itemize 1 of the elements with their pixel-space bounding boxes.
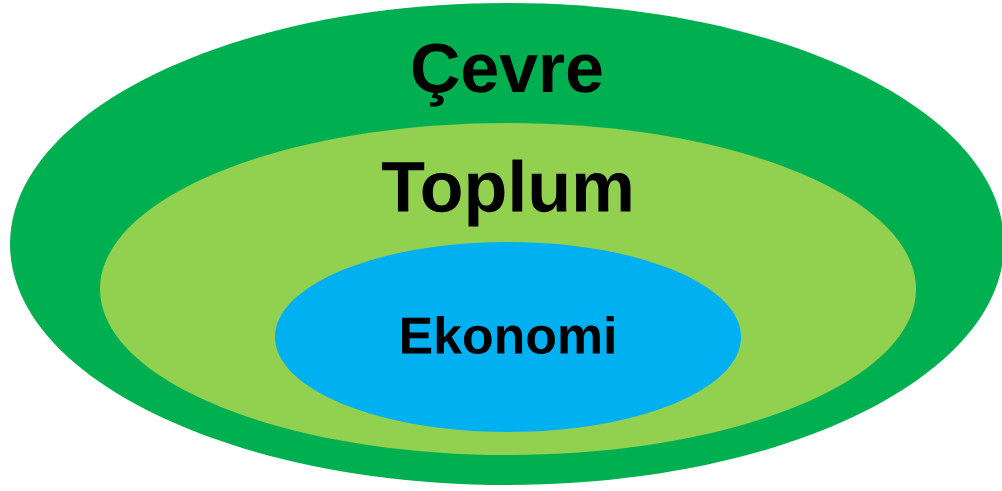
ellipse-region: Ekonomi (275, 242, 741, 432)
